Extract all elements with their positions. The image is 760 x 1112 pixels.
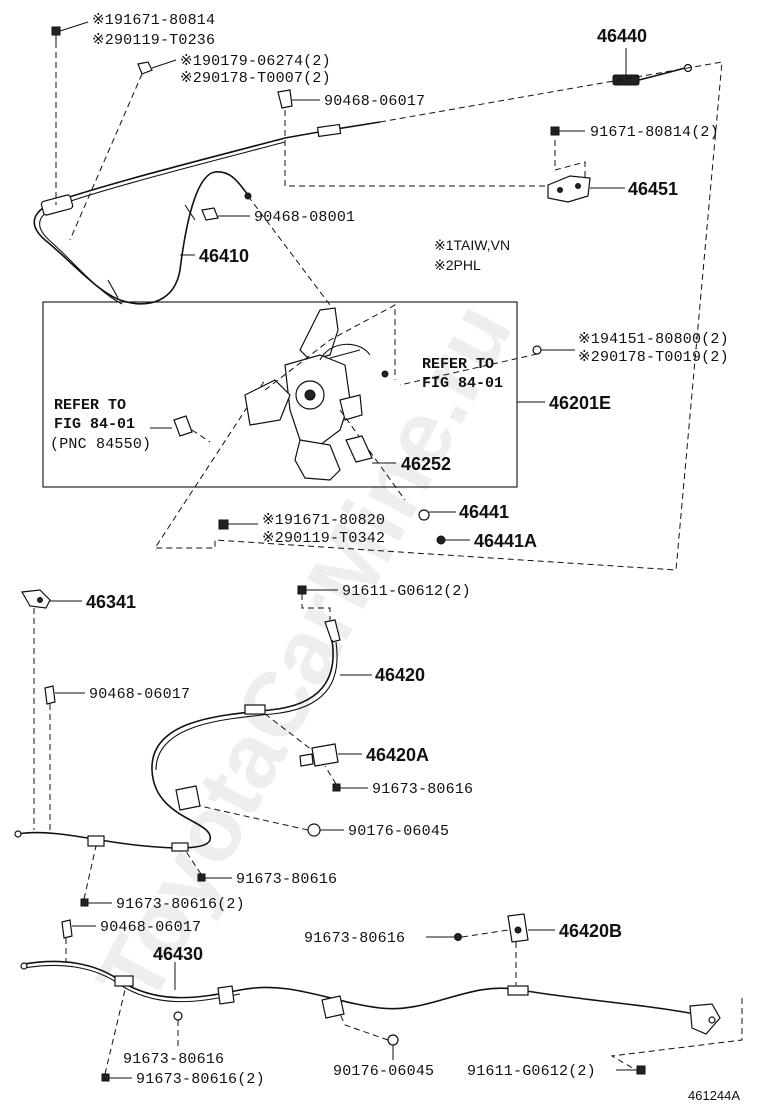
bolt-91671-80814-top[interactable] bbox=[51, 26, 61, 42]
refer-left-line-1[interactable]: REFER TO bbox=[54, 397, 126, 414]
guide-line-6 bbox=[247, 195, 331, 306]
label-91673-80616-b[interactable]: 91673-80616 bbox=[236, 871, 337, 888]
nut-90176-06045-b[interactable] bbox=[339, 1013, 399, 1046]
guide-46420a[interactable] bbox=[299, 743, 339, 767]
label-91673-80616-f[interactable]: 91673-80616(2) bbox=[136, 1071, 265, 1088]
bolt-91671-80820[interactable] bbox=[218, 519, 229, 530]
clip-90468-06017-mid[interactable] bbox=[44, 685, 56, 830]
clip-90468-08001[interactable] bbox=[201, 207, 219, 221]
label-46420[interactable]: 46420 bbox=[375, 665, 425, 685]
label-90179-06274[interactable]: ※190179-06274(2) bbox=[180, 53, 331, 70]
clip-90468-06017-bottom[interactable] bbox=[61, 919, 73, 962]
refer-left-line-2[interactable]: FIG 84-01 bbox=[54, 416, 135, 433]
label-90468-06017-a[interactable]: 90468-06017 bbox=[324, 93, 425, 110]
label-46430[interactable]: 46430 bbox=[153, 944, 203, 964]
washer-46441[interactable] bbox=[418, 509, 430, 521]
refer-right-line-1[interactable]: REFER TO bbox=[422, 356, 494, 373]
cable-46420[interactable] bbox=[14, 619, 341, 852]
label-90468-06017-c[interactable]: 90468-06017 bbox=[100, 919, 201, 936]
label-91671-80820[interactable]: ※191671-80820 bbox=[262, 512, 385, 529]
label-90468-08001[interactable]: 90468-08001 bbox=[254, 209, 355, 226]
legend-line-1: ※1TAIW,VN bbox=[434, 237, 510, 253]
bracket-46451[interactable] bbox=[547, 175, 591, 203]
label-91611-g0612-b[interactable]: 91611-G0612(2) bbox=[467, 1063, 596, 1080]
bolt-91673-80616-f[interactable] bbox=[101, 989, 126, 1082]
label-90468-06017-b[interactable]: 90468-06017 bbox=[89, 686, 190, 703]
bolt-91673-80616-c[interactable] bbox=[80, 845, 97, 907]
guide-line-3 bbox=[284, 110, 548, 187]
pedal-assembly-46201e[interactable] bbox=[244, 304, 406, 501]
bolt-91673-80616-d[interactable] bbox=[454, 929, 509, 941]
label-91671-80814-v1[interactable]: ※191671-80814 bbox=[92, 12, 215, 29]
label-90178-t0019[interactable]: ※290178-T0019(2) bbox=[578, 349, 729, 366]
bracket-46341[interactable] bbox=[21, 589, 51, 609]
clip-90468-06017-top[interactable] bbox=[277, 89, 293, 109]
label-46201e[interactable]: 46201E bbox=[549, 393, 611, 413]
nut-46441a[interactable] bbox=[436, 535, 446, 545]
cable-46410[interactable] bbox=[33, 121, 381, 305]
leader-lines bbox=[50, 21, 637, 1079]
guide-46420b[interactable] bbox=[507, 913, 529, 985]
bolt-91611-g0612-b[interactable] bbox=[636, 1065, 646, 1075]
nut-90179-06274[interactable] bbox=[137, 61, 153, 75]
label-91673-80616-a[interactable]: 91673-80616 bbox=[372, 781, 473, 798]
label-91673-80616-d[interactable]: 91673-80616 bbox=[304, 930, 405, 947]
label-90178-t0007[interactable]: ※290178-T0007(2) bbox=[180, 70, 331, 87]
label-46252[interactable]: 46252 bbox=[401, 454, 451, 474]
label-46341[interactable]: 46341 bbox=[86, 592, 136, 612]
part-labels: ※191671-80814 ※290119-T0236 ※190179-0627… bbox=[50, 12, 740, 1103]
clip-refer-left[interactable] bbox=[173, 415, 211, 443]
nut-90176-06045-a[interactable] bbox=[199, 805, 321, 837]
figure-id: 461244A bbox=[688, 1088, 740, 1103]
label-90176-06045-b[interactable]: 90176-06045 bbox=[333, 1063, 434, 1080]
label-46420a[interactable]: 46420A bbox=[366, 745, 429, 765]
label-46440[interactable]: 46440 bbox=[597, 26, 647, 46]
label-90119-t0236[interactable]: ※290119-T0236 bbox=[92, 32, 215, 49]
label-46410[interactable]: 46410 bbox=[199, 246, 249, 266]
label-90176-06045-a[interactable]: 90176-06045 bbox=[348, 823, 449, 840]
refer-right-line-2[interactable]: FIG 84-01 bbox=[422, 375, 503, 392]
label-91673-80616-c[interactable]: 91673-80616(2) bbox=[116, 896, 245, 913]
pedal-assembly-box-46201e bbox=[42, 301, 518, 488]
bolt-91671-80814-2[interactable] bbox=[550, 126, 560, 136]
legend-line-2: ※2PHL bbox=[434, 257, 481, 273]
label-46441a[interactable]: 46441A bbox=[474, 531, 537, 551]
bolt-91673-80616-e[interactable] bbox=[173, 1011, 183, 1050]
stopper-46252[interactable] bbox=[345, 435, 373, 463]
label-91673-80616-e[interactable]: 91673-80616 bbox=[123, 1051, 224, 1068]
label-91611-g0612-a[interactable]: 91611-G0612(2) bbox=[342, 583, 471, 600]
label-94151-80800[interactable]: ※194151-80800(2) bbox=[578, 331, 729, 348]
label-91671-80814-2[interactable]: 91671-80814(2) bbox=[590, 124, 719, 141]
label-46451[interactable]: 46451 bbox=[628, 179, 678, 199]
guide-line-4 bbox=[554, 140, 586, 178]
label-46420b[interactable]: 46420B bbox=[559, 921, 622, 941]
refer-left-line-3[interactable]: (PNC 84550) bbox=[50, 436, 151, 453]
guide-line-2 bbox=[69, 73, 143, 241]
cable-46430[interactable] bbox=[20, 960, 743, 1071]
bolt-91673-80616-a[interactable] bbox=[324, 765, 341, 792]
cable-46440[interactable] bbox=[612, 63, 693, 86]
label-46441[interactable]: 46441 bbox=[459, 502, 509, 522]
label-90119-t0342[interactable]: ※290119-T0342 bbox=[262, 530, 385, 547]
